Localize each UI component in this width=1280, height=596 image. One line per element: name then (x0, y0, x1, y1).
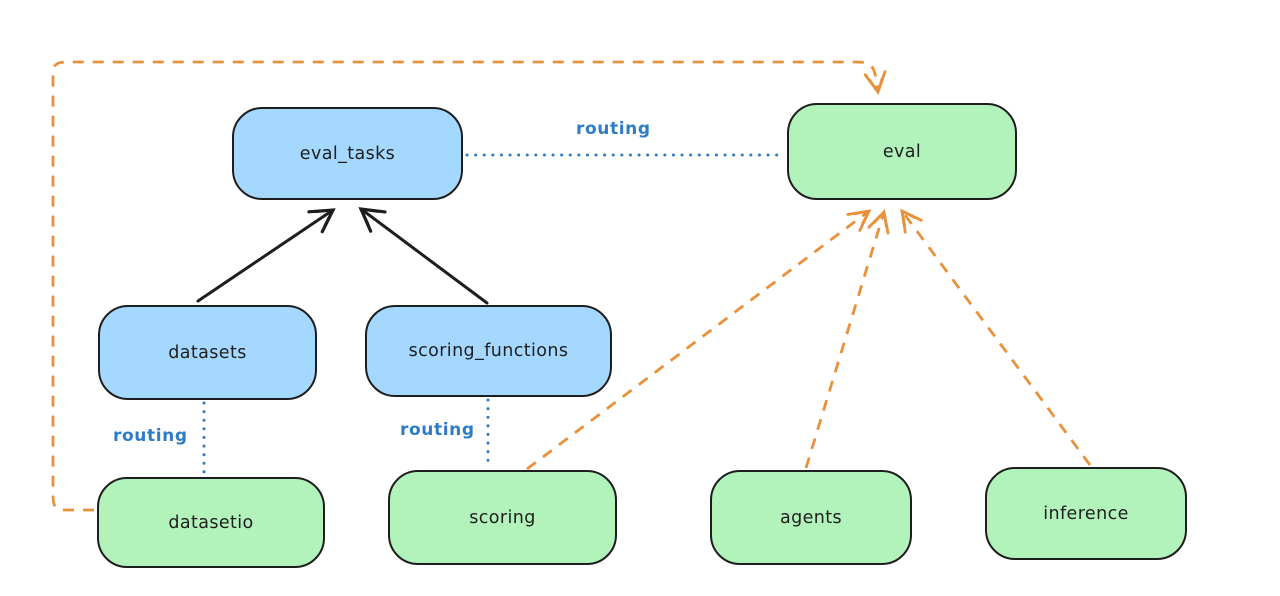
node-datasetio: datasetio (97, 477, 325, 568)
node-eval: eval (787, 103, 1017, 200)
node-scoring: scoring (388, 470, 617, 565)
node-eval-tasks: eval_tasks (232, 107, 463, 200)
node-scoring-functions: scoring_functions (365, 305, 612, 397)
edge-label-routing-scoring: routing (400, 420, 475, 440)
edge-datasetio-to-eval (51, 60, 887, 512)
node-eval-label: eval (882, 141, 922, 162)
node-datasets: datasets (98, 305, 317, 400)
node-inference: inference (985, 467, 1187, 560)
edge-agents-to-eval (804, 209, 890, 469)
node-inference-label: inference (1043, 503, 1129, 524)
edge-scoring-functions-to-eval-tasks (358, 207, 489, 305)
node-eval-tasks-label: eval_tasks (299, 143, 396, 164)
edge-datasets-to-eval-tasks (196, 208, 336, 303)
edge-label-routing-datasets: routing (113, 426, 188, 446)
edge-label-routing-top: routing (576, 119, 651, 139)
node-scoring-label: scoring (469, 507, 536, 528)
node-datasetio-label: datasetio (168, 512, 254, 533)
node-datasets-label: datasets (168, 342, 247, 363)
node-scoring-functions-label: scoring_functions (408, 341, 569, 361)
node-agents-label: agents (779, 507, 843, 528)
node-agents: agents (710, 470, 912, 565)
edge-inference-to-eval (900, 208, 1092, 466)
